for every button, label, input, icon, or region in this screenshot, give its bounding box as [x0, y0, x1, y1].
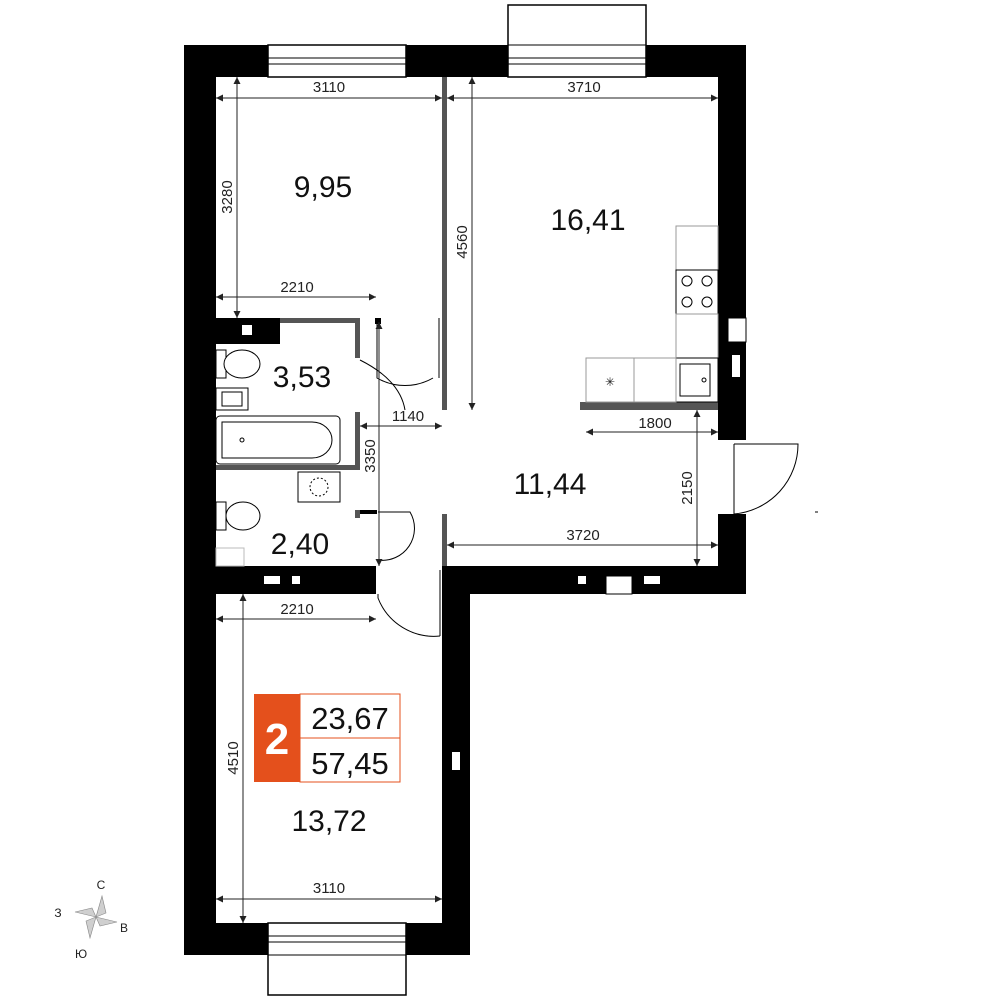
compass-south: Ю [75, 947, 87, 961]
dim-top-left-height: 3280 [219, 180, 236, 213]
dim-bottom-height: 4510 [225, 741, 242, 774]
dim-living-height: 4560 [454, 225, 471, 258]
dim-kitchen-counter: 1800 [638, 415, 671, 432]
interior-walls [216, 77, 718, 594]
dim-bath-height: 3350 [362, 439, 379, 472]
dim-top-left-width: 3110 [313, 79, 345, 96]
toilet-icon [215, 501, 261, 531]
fridge-icon: ✳ [605, 375, 615, 389]
dim-hall-height: 2150 [679, 471, 696, 504]
dim-bottom-width: 3110 [313, 880, 345, 897]
dim-bottom-corridor-width: 2210 [280, 601, 313, 618]
room-area-wc: 2,40 [271, 528, 329, 561]
washing-machine-icon [297, 471, 341, 503]
outer-walls [184, 45, 746, 955]
room-area-bedroom-top: 9,95 [294, 171, 352, 204]
dim-top-right-width: 3710 [567, 79, 600, 96]
dim-corridor-width: 2210 [280, 279, 313, 296]
compass-rose-icon [74, 894, 118, 940]
living-area-value: 23,67 [311, 701, 389, 736]
room-area-hall: 11,44 [514, 468, 587, 501]
toilet-icon [215, 349, 261, 379]
dim-hall-width: 3720 [566, 527, 599, 544]
dimension-lines [216, 77, 718, 923]
dimension-labels: 3110 3710 3280 4560 2210 1140 1800 3350 … [219, 79, 696, 897]
sink-icon [215, 387, 249, 411]
rooms-count-box [254, 694, 300, 782]
bathtub-icon [215, 415, 341, 465]
rooms-count: 2 [265, 715, 289, 764]
compass-west: З [54, 906, 61, 920]
total-area-value: 57,45 [311, 746, 389, 781]
compass: С В Ю З [54, 878, 128, 961]
room-areas: 9,95 16,41 3,53 11,44 2,40 13,72 [271, 171, 626, 838]
windows [267, 4, 747, 996]
room-area-bathroom: 3,53 [273, 361, 331, 394]
compass-north: С [97, 878, 106, 892]
dim-hall-short: 1140 [392, 408, 424, 425]
fixtures: ✳ [215, 225, 719, 567]
kitchen-counter [585, 225, 719, 403]
compass-east: В [120, 921, 128, 935]
room-area-living-kitchen: 16,41 [550, 204, 625, 237]
room-area-bedroom-bottom: 13,72 [291, 805, 366, 838]
apartment-badge: 2 23,67 57,45 [254, 693, 401, 783]
